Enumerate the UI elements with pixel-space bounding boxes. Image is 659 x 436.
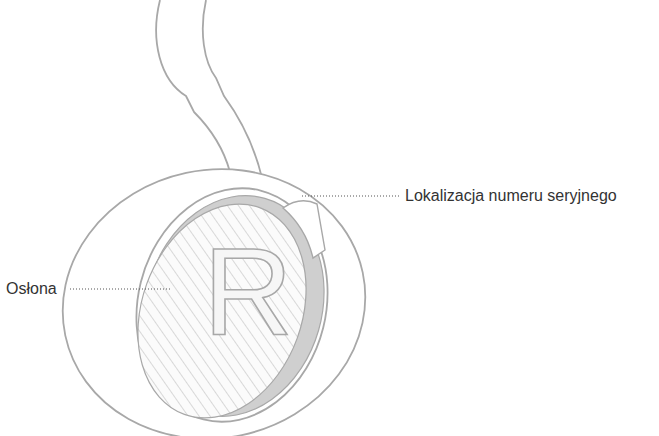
leader-line <box>302 195 399 196</box>
callout-label: Lokalizacja numeru seryjnego <box>405 186 617 205</box>
ear-cushion <box>37 141 390 436</box>
callout-label: Osłona <box>6 279 57 298</box>
scrim-letter: R <box>203 230 293 354</box>
leader-line <box>70 288 172 289</box>
headband <box>203 0 262 178</box>
scrim <box>109 180 335 436</box>
